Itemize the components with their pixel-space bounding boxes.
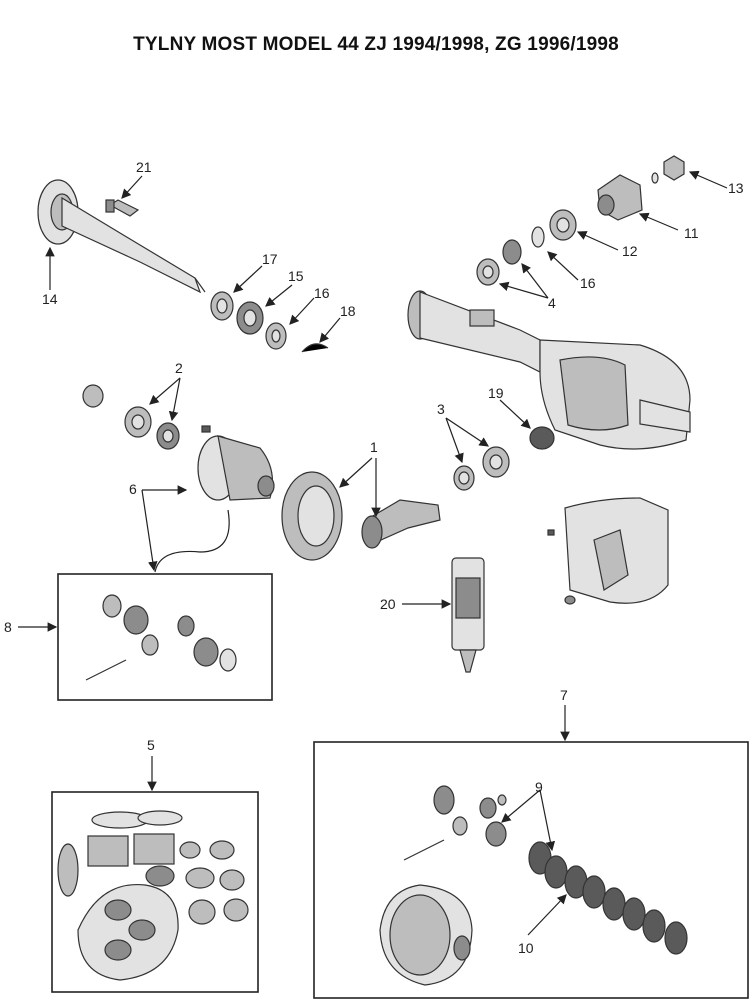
axle-bearing-set: [210, 291, 329, 353]
leader-lines: [18, 170, 728, 936]
callout-8: 8: [4, 619, 12, 635]
callout-12: 12: [622, 243, 638, 259]
callout-6: 6: [129, 481, 137, 497]
callout-20: 20: [380, 596, 396, 612]
callout-21: 21: [136, 159, 152, 175]
callout-16b: 16: [580, 275, 596, 291]
carrier-bearings: [453, 426, 555, 491]
diagram-title: TYLNY MOST MODEL 44 ZJ 1994/1998, ZG 199…: [133, 34, 619, 55]
callout-19: 19: [488, 385, 504, 401]
bearing-kit-box: [51, 791, 259, 993]
callout-10: 10: [518, 940, 534, 956]
callout-7: 7: [560, 687, 568, 703]
differential-internals-box: [57, 573, 273, 701]
bearing-kit: [57, 810, 249, 981]
callout-1: 1: [370, 439, 378, 455]
callout-9: 9: [535, 779, 543, 795]
differential-cover: [547, 497, 669, 605]
callout-11: 11: [684, 225, 699, 241]
callout-14: 14: [42, 291, 58, 307]
callout-18: 18: [340, 303, 356, 319]
ring-and-pinion: [281, 471, 441, 561]
callout-numbers: 1 2 3 4 5 6 7 8 9 10 11 12 13 14 15 16 1…: [4, 159, 744, 956]
axle-housing: [407, 290, 691, 450]
callout-4: 4: [548, 295, 556, 311]
axle-shaft: [37, 179, 206, 294]
limited-slip-parts: [379, 785, 507, 986]
callout-16a: 16: [314, 285, 330, 301]
differential-case: [82, 384, 275, 501]
spider-gears-open: [85, 594, 237, 681]
limited-slip-box: [313, 741, 749, 999]
callout-2: 2: [175, 360, 183, 376]
callout-3: 3: [437, 401, 445, 417]
callout-15: 15: [288, 268, 304, 284]
callout-13: 13: [728, 180, 744, 196]
callout-17: 17: [262, 251, 278, 267]
sealant-tube: [451, 557, 485, 673]
wheel-stud: [105, 199, 140, 217]
pinion-parts: [476, 155, 685, 286]
callout-5: 5: [147, 737, 155, 753]
clutch-plates: [528, 841, 688, 955]
